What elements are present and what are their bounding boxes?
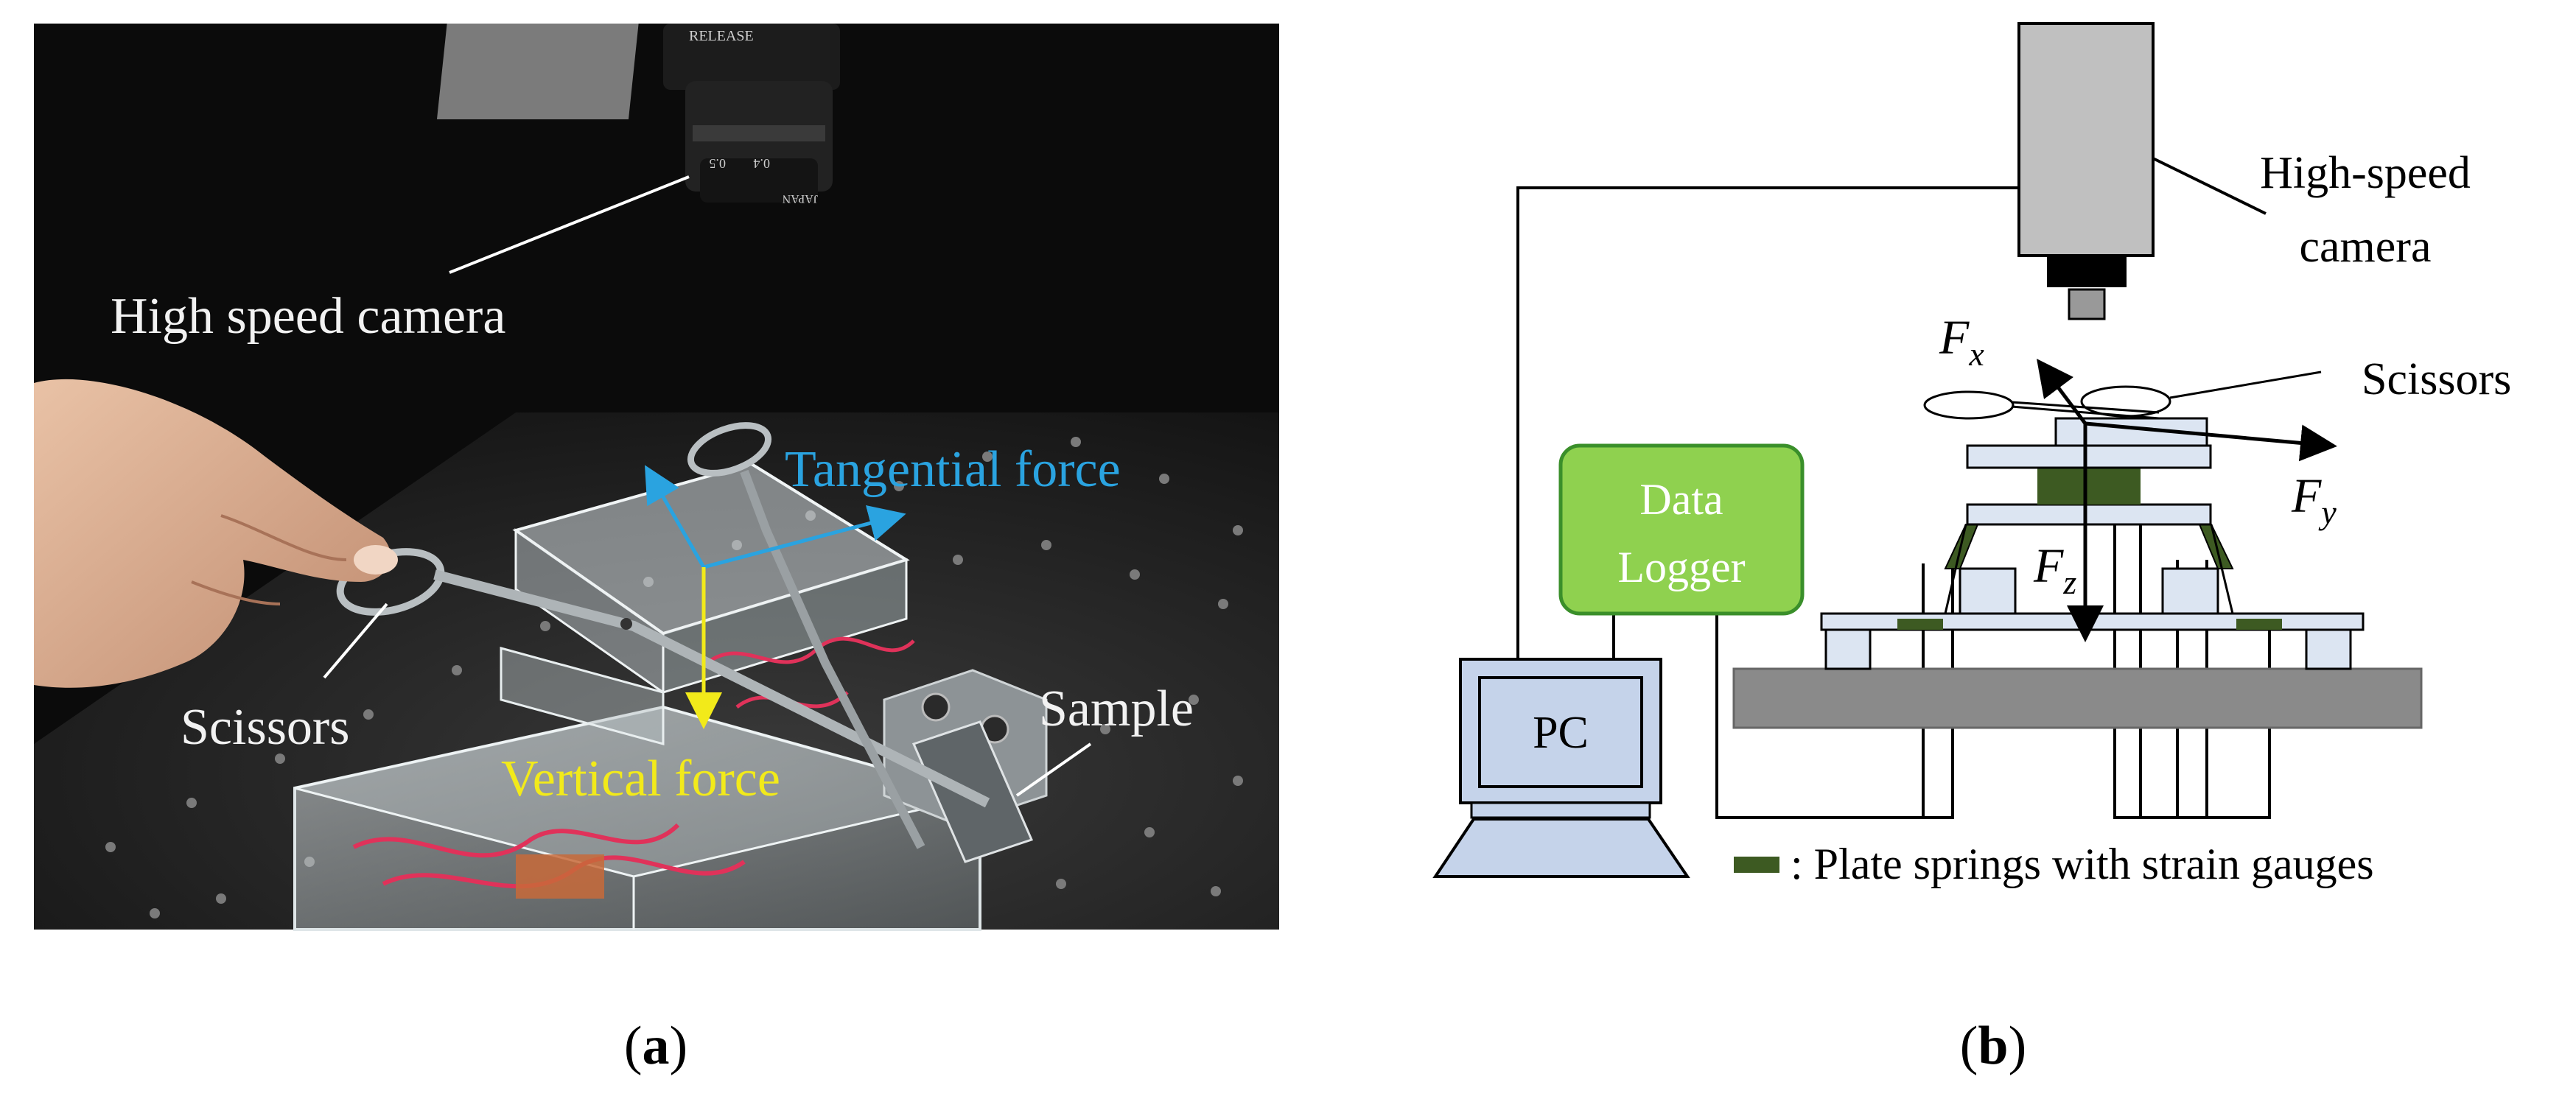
data-logger-label-line1: Data [1639, 475, 1723, 524]
camera-pc-wire [1516, 186, 2019, 663]
data-logger-box [1558, 443, 1805, 616]
lens-scale-a: 0.5 [710, 156, 727, 171]
fy-arrow [2085, 421, 2337, 462]
pc-screen [1478, 676, 1643, 788]
force-sensor-assembly [1732, 417, 2423, 729]
middle-post-left [1959, 567, 2017, 615]
logger-spring-wire-3 [2113, 508, 2271, 819]
top-platform [2054, 417, 2208, 447]
data-logger-label-line2: Logger [1617, 543, 1745, 591]
camera-label-photo: High speed camera [111, 288, 505, 345]
sample-leader-line [1015, 742, 1092, 797]
vertical-force-label: Vertical force [501, 751, 780, 807]
lens-scale-b: 0.4 [754, 156, 771, 171]
camera-lens-tip [2068, 288, 2106, 320]
fz-label: Fz [2033, 539, 2076, 601]
middle-post-right [2161, 567, 2219, 615]
strain-spring-lower-right [2236, 619, 2282, 630]
legend-text: : Plate springs with strain gauges [1791, 840, 2374, 888]
caption-a: (a) [624, 1016, 687, 1076]
lens-brand: JAPAN [782, 192, 818, 205]
scissors-label-b: Scissors [2362, 354, 2511, 404]
pc-stand [1470, 801, 1651, 819]
upper-plate [1966, 444, 2212, 469]
scissors-handle-left [1923, 390, 2015, 420]
lens-release-text: RELEASE [689, 28, 754, 44]
scissors-label-photo: Scissors [181, 699, 349, 756]
strain-spring-lower-left [1897, 619, 1943, 630]
camera-body [2017, 22, 2155, 257]
acrylic-blocks [500, 462, 915, 745]
pc-computer: PC [1432, 658, 1690, 878]
caption-b: (b) [1960, 1016, 2026, 1076]
camera-label-leader [2152, 157, 2267, 215]
pc-label: PC [1533, 708, 1589, 758]
fx-arrow [2037, 359, 2087, 425]
tangential-force-label: Tangential force [785, 441, 1121, 498]
camera-photo: RELEASE 0.5 0.4 JAPAN [436, 24, 840, 205]
legend-swatch [1734, 857, 1779, 873]
sample-label-photo: Sample [1039, 681, 1194, 737]
highspeed-camera [2017, 22, 2155, 320]
panel-a-photo: RELEASE 0.5 0.4 JAPAN High speed camera [34, 24, 1279, 931]
camera-leader-line [449, 175, 690, 274]
camera-label-b-line2: camera [2300, 222, 2432, 272]
camera-lens [2047, 256, 2127, 287]
fy-label: Fy [2291, 469, 2337, 531]
force-axes-photo [645, 465, 906, 729]
fx-label: Fx [1939, 311, 1984, 373]
scissors-b-leader [2169, 370, 2322, 399]
mid-plate [1966, 503, 2212, 526]
hand-photo [34, 379, 398, 688]
lower-foot-left [1824, 628, 1872, 670]
ground-base [1732, 667, 2423, 729]
pc-keyboard [1432, 818, 1690, 878]
force-arrows-b [2037, 359, 2337, 642]
lower-foot-right [2305, 628, 2352, 670]
scissors-schematic [1923, 385, 2171, 420]
panel-b-schematic: High-speed camera Data Logger PC [1432, 22, 2511, 888]
acrylic-box [293, 705, 981, 931]
scissors-leader-line [323, 603, 388, 679]
strain-spring-center [2037, 468, 2141, 505]
camera-label-b-line1: High-speed [2260, 148, 2471, 198]
